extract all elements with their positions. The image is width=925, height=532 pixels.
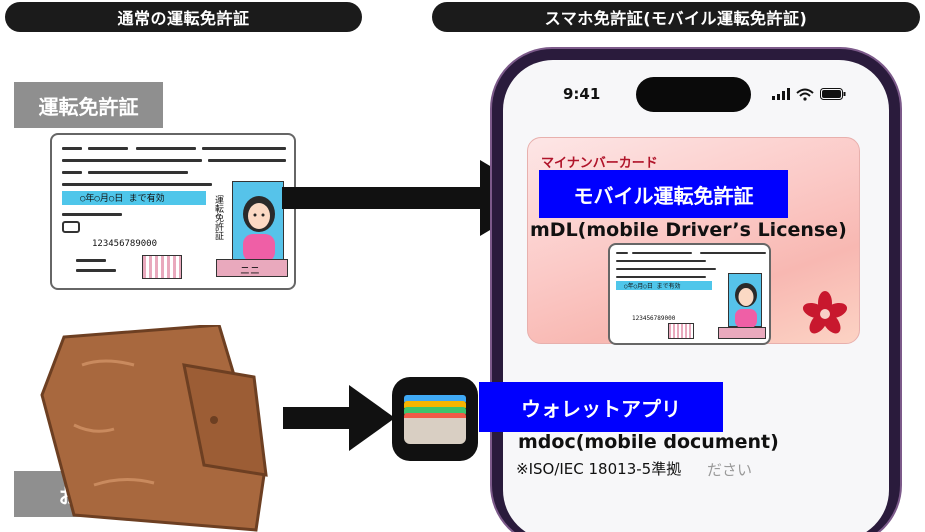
wallet-illustration bbox=[40, 325, 268, 532]
battery-icon bbox=[820, 88, 846, 100]
person-illustration-icon bbox=[243, 196, 275, 262]
license-card-illustration: ○年○月○日 まで有効 123456789000 運転免許証 ニニ bbox=[50, 133, 296, 290]
header-smartphone-license: スマホ免許証(モバイル運転免許証) bbox=[432, 2, 920, 32]
card-bottom-code: ニニ bbox=[240, 266, 260, 277]
mdoc-description: mdoc(mobile document) bbox=[518, 431, 779, 453]
iso-standard-note: ※ISO/IEC 18013-5準拠 bbox=[516, 460, 682, 478]
mdl-description: mDL(mobile Driver’s License) bbox=[530, 219, 847, 241]
small-card-number: 123456789000 bbox=[632, 315, 676, 322]
header-normal-license: 通常の運転免許証 bbox=[5, 2, 362, 32]
dynamic-island bbox=[636, 77, 751, 112]
arrow-right-icon bbox=[283, 385, 395, 451]
sakura-icon bbox=[802, 291, 848, 334]
license-card-small: ○年○月○日 まで有効 123456789000 bbox=[608, 243, 771, 345]
label-wallet-app: ウォレットアプリ bbox=[479, 382, 723, 432]
label-mobile-license: モバイル運転免許証 bbox=[539, 170, 788, 218]
wifi-icon bbox=[796, 88, 814, 101]
label-license: 運転免許証 bbox=[14, 82, 163, 128]
status-time: 9:41 bbox=[563, 85, 601, 103]
card-expiry: ○年○月○日 まで有効 bbox=[80, 194, 165, 204]
person-illustration-icon bbox=[735, 283, 757, 328]
card-number: 123456789000 bbox=[92, 239, 158, 249]
faded-background-text: ださい bbox=[707, 461, 753, 479]
photo-frame bbox=[232, 181, 284, 262]
card-vertical-label: 運転免許証 bbox=[213, 195, 223, 240]
signal-icon bbox=[772, 88, 790, 100]
mynumber-card-title: マイナンバーカード bbox=[541, 156, 658, 171]
small-card-expiry: ○年○月○日 まで有効 bbox=[624, 283, 681, 290]
wallet-app-icon bbox=[392, 377, 478, 461]
